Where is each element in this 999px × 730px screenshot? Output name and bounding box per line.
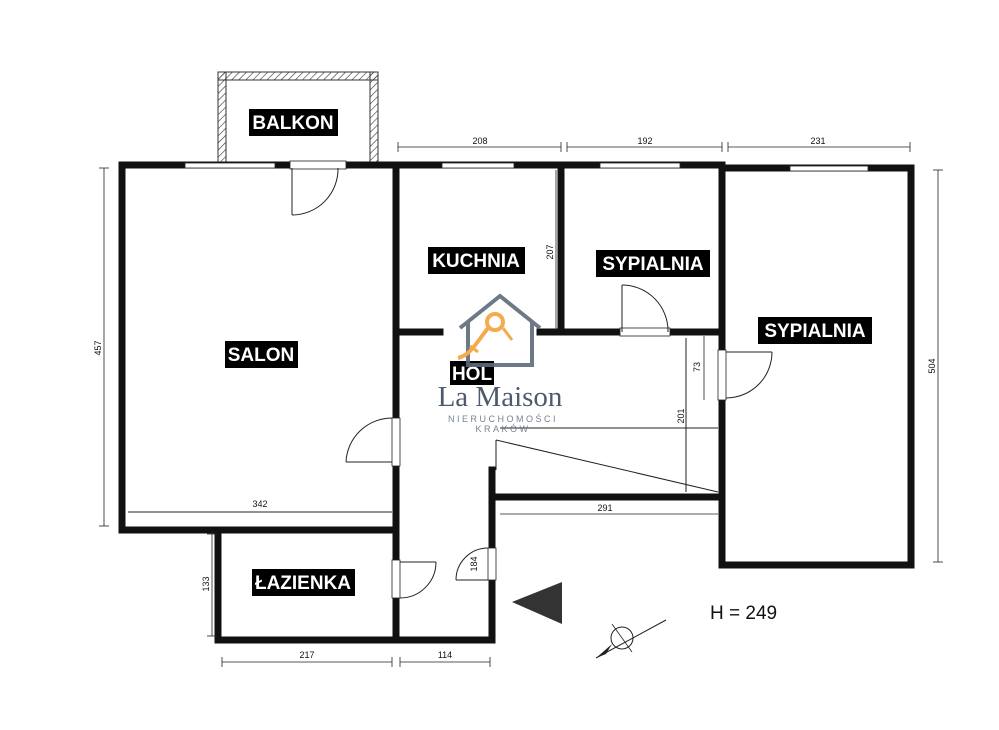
room-label-hol: HOL — [452, 364, 493, 385]
dim-top-sypialnia-2: 231 — [810, 136, 825, 146]
dim-hall-bottom: 114 — [438, 650, 452, 660]
watermark-name: La Maison — [438, 381, 563, 413]
dim-bath-width: 217 — [299, 650, 314, 660]
dim-hall-length: 201 — [676, 408, 686, 423]
house-icon — [458, 293, 542, 367]
room-label-balkon: BALKON — [252, 113, 333, 134]
room-labels: BALKON SALON KUCHNIA SYPIALNIA SYPIALNIA… — [225, 109, 872, 596]
ceiling-height-label: H = 249 — [710, 603, 777, 624]
room-label-kuchnia: KUCHNIA — [432, 251, 520, 272]
room-label-salon: SALON — [228, 345, 295, 366]
watermark-line1: NIERUCHOMOŚCI — [448, 413, 558, 424]
watermark-logo: La Maison NIERUCHOMOŚCI KRAKÓW — [438, 293, 563, 434]
watermark-line2: KRAKÓW — [475, 424, 530, 434]
dim-hall-width: 291 — [597, 503, 612, 513]
dim-bath-height: 133 — [201, 576, 211, 591]
dim-salon-height: 457 — [93, 340, 103, 355]
interior-lines — [128, 338, 719, 513]
dim-top-sypialnia-1: 192 — [637, 136, 652, 146]
dimension-labels: 208 192 231 457 504 207 342 291 73 201 1… — [93, 136, 937, 660]
room-label-sypialnia-2: SYPIALNIA — [764, 321, 866, 342]
dim-salon-width: 342 — [252, 499, 267, 509]
dim-hall-door: 73 — [692, 362, 702, 372]
dim-corridor: 184 — [469, 556, 479, 571]
dim-top-kuchnia: 208 — [472, 136, 487, 146]
doors — [289, 160, 773, 599]
room-label-sypialnia-1: SYPIALNIA — [602, 254, 704, 275]
entrance-arrow-icon — [512, 582, 562, 624]
dim-kuchnia-height: 207 — [545, 244, 555, 259]
dim-sypialnia-2-height: 504 — [927, 358, 937, 373]
dimension-lines — [99, 142, 943, 667]
compass-icon — [595, 619, 667, 659]
key-icon — [457, 312, 514, 360]
room-label-lazienka: ŁAZIENKA — [255, 573, 351, 594]
windows — [184, 162, 869, 172]
